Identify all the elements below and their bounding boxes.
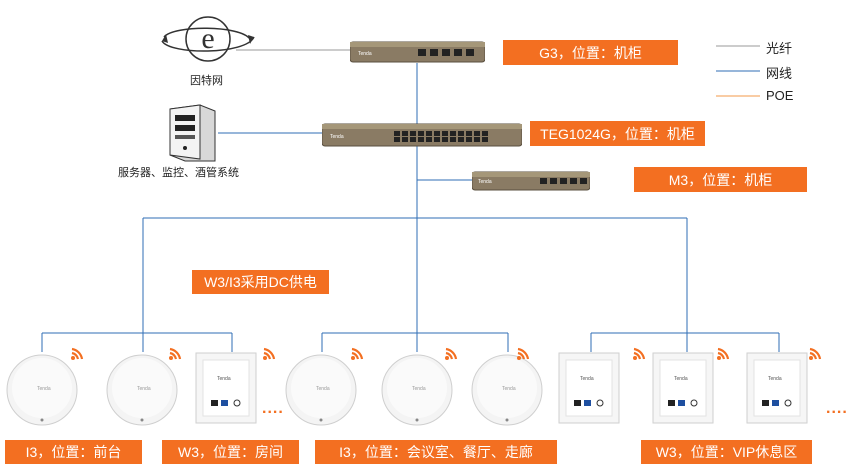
w3-wall-ap-icon: Tenda: [558, 352, 620, 424]
wifi-signal-icon: [169, 347, 182, 360]
internet-label: 因特网: [190, 75, 223, 87]
i3-front-desk-tag: I3，位置：前台: [5, 440, 142, 464]
svg-text:Tenda: Tenda: [330, 134, 344, 140]
m3-tag: M3，位置：机柜: [634, 167, 807, 192]
w3-room-tag: W3，位置：房间: [162, 440, 299, 464]
legend-network-label: 网线: [766, 66, 793, 81]
w3-wall-ap-icon: Tenda: [746, 352, 808, 424]
wifi-signal-icon: [445, 347, 458, 360]
wifi-signal-icon: [71, 347, 84, 360]
wifi-signal-icon: [717, 347, 730, 360]
legend-fiber-label: 光纤: [766, 41, 793, 56]
g3-router-icon: Tenda: [350, 41, 485, 63]
teg1024g-switch-icon: Tenda: [322, 123, 522, 147]
svg-text:Tenda: Tenda: [768, 376, 782, 382]
ellipsis-left: ....: [262, 400, 284, 417]
wifi-signal-icon: [351, 347, 364, 360]
wifi-signal-icon: [517, 347, 530, 360]
svg-text:Tenda: Tenda: [580, 376, 594, 382]
i3-meeting-tag: I3，位置：会议室、餐厅、走廊: [315, 440, 557, 464]
svg-text:Tenda: Tenda: [217, 376, 231, 382]
wifi-signal-icon: [633, 347, 646, 360]
g3-tag: G3，位置：机柜: [503, 40, 678, 65]
server-label: 服务器、监控、酒管系统: [118, 167, 239, 179]
dc-power-tag: W3/I3采用DC供电: [192, 270, 329, 294]
ellipsis-right: ....: [826, 400, 848, 417]
w3-wall-ap-icon: Tenda: [195, 352, 257, 424]
i3-ceiling-ap-icon: Tenda: [381, 354, 453, 426]
w3-vip-tag: W3，位置：VIP休息区: [641, 440, 812, 464]
i3-ceiling-ap-icon: Tenda: [285, 354, 357, 426]
i3-ceiling-ap-icon: Tenda: [6, 354, 78, 426]
svg-text:Tenda: Tenda: [316, 386, 330, 392]
svg-text:Tenda: Tenda: [412, 386, 426, 392]
m3-controller-icon: Tenda: [472, 171, 590, 191]
internet-icon: e: [161, 16, 255, 62]
svg-text:Tenda: Tenda: [478, 179, 492, 185]
wifi-signal-icon: [809, 347, 822, 360]
wifi-signal-icon: [263, 347, 276, 360]
svg-text:Tenda: Tenda: [502, 386, 516, 392]
i3-ceiling-ap-icon: Tenda: [471, 354, 543, 426]
svg-text:e: e: [201, 22, 214, 55]
svg-text:Tenda: Tenda: [674, 376, 688, 382]
teg1024g-tag: TEG1024G，位置：机柜: [530, 121, 705, 146]
i3-ceiling-ap-icon: Tenda: [106, 354, 178, 426]
svg-text:Tenda: Tenda: [37, 386, 51, 392]
server-icon: [169, 104, 216, 162]
w3-wall-ap-icon: Tenda: [652, 352, 714, 424]
legend-poe-label: POE: [766, 88, 794, 103]
svg-text:Tenda: Tenda: [358, 51, 372, 57]
svg-text:Tenda: Tenda: [137, 386, 151, 392]
